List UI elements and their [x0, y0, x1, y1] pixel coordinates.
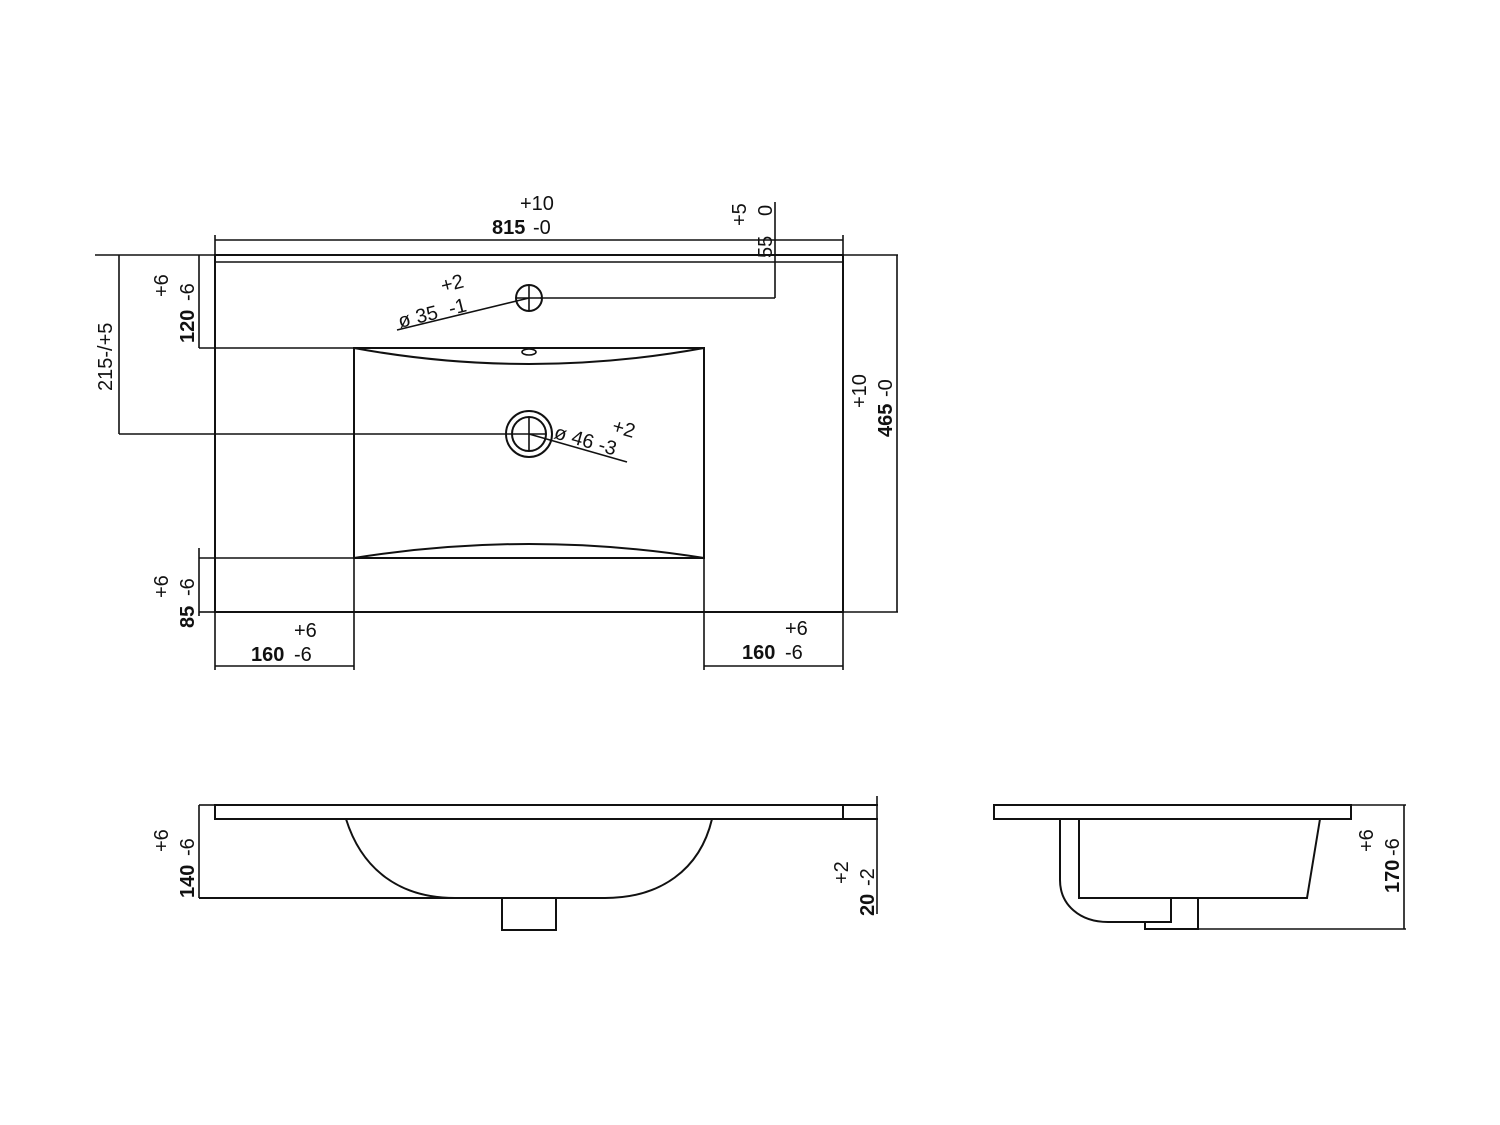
right-margin-value: 160	[742, 642, 775, 664]
svg-text:ø: ø	[396, 309, 413, 333]
width-tol-upper: +10	[520, 193, 554, 215]
right-margin-tol-lower: -6	[785, 642, 803, 664]
front-height-tol-lower: -6	[177, 838, 199, 856]
tap-offset-tol-lower: -6	[177, 283, 199, 301]
basin-outline	[353, 347, 705, 559]
side-basin-body	[1078, 818, 1321, 899]
side-drain-stub	[1144, 898, 1199, 930]
slab-tol-upper: +2	[831, 861, 853, 884]
front-rim-tol-upper: +6	[151, 575, 173, 598]
right-margin-tol-upper: +6	[785, 618, 808, 640]
side-view: 170 -6 +6	[993, 804, 1406, 930]
front-height-value: 140	[177, 865, 199, 898]
tap-offset-value: 120	[177, 310, 199, 343]
side-height-value: 170	[1382, 860, 1404, 893]
tap-diameter-leader	[396, 297, 530, 331]
side-slab	[993, 804, 1352, 820]
left-margin-value: 160	[251, 644, 284, 666]
basin-back-curve	[353, 347, 705, 365]
svg-text:+2: +2	[439, 271, 466, 298]
front-drain-stub	[501, 897, 557, 931]
side-height-tol-upper: +6	[1356, 829, 1378, 852]
drain-diameter-label: ø 46 -3 +2	[552, 415, 638, 460]
width-value: 815	[492, 217, 525, 239]
slab-value: 20	[857, 894, 879, 916]
svg-text:46: 46	[569, 427, 596, 454]
front-slab	[214, 804, 844, 820]
drain-offset-label: 215-/+5	[95, 323, 117, 391]
svg-text:ø: ø	[552, 422, 570, 447]
front-rim-value: 85	[177, 606, 199, 628]
slab-tol-lower: -2	[857, 868, 879, 886]
width-tol-lower: -0	[533, 217, 551, 239]
depth-value: 465	[875, 404, 897, 437]
svg-text:-1: -1	[446, 295, 469, 321]
front-rim-tol-lower: -6	[177, 578, 199, 596]
back-rim-value: 55	[755, 236, 777, 258]
overflow-icon	[521, 348, 537, 356]
tap-offset-tol-upper: +6	[151, 274, 173, 297]
svg-text:-3: -3	[596, 434, 619, 460]
top-view: 815 -0 +10 55 +5 0 465 -0 +10 120 -6 +6 …	[95, 193, 898, 670]
side-height-tol-lower: -6	[1382, 838, 1404, 856]
left-margin-tol-upper: +6	[294, 620, 317, 642]
basin-front-curve	[353, 543, 705, 559]
left-margin-tol-lower: -6	[294, 644, 312, 666]
front-height-tol-upper: +6	[151, 829, 173, 852]
depth-tol-lower: -0	[875, 379, 897, 397]
front-view: 140 -6 +6 20 -2 +2	[151, 796, 879, 931]
depth-tol-upper: +10	[849, 374, 871, 408]
back-rim-tol-upper: +5	[729, 203, 751, 226]
svg-text:35: 35	[413, 302, 440, 329]
front-basin-bowl	[345, 818, 713, 899]
back-rim-tol-lower: 0	[755, 205, 777, 216]
tap-diameter-label: ø 35 -1 +2	[396, 271, 469, 333]
drain-diameter-leader	[528, 433, 628, 463]
side-trap-pipe	[1059, 819, 1172, 923]
